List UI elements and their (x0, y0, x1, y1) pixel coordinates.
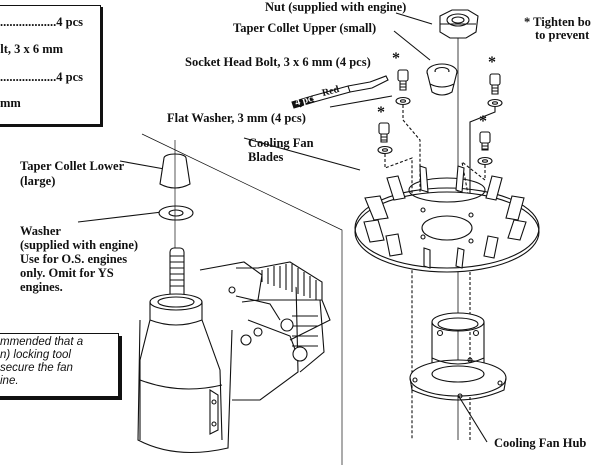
note-box: mmended that a n) locking tool secure th… (0, 333, 119, 397)
label-socket-head-bolt: Socket Head Bolt, 3 x 6 mm (4 pcs) (185, 55, 371, 69)
cooling-fan-part (354, 165, 540, 273)
asterisk-4: * (479, 113, 487, 130)
label-cooling-fan-hub: Cooling Fan Hub (494, 436, 587, 450)
bolt-and-washer-1 (395, 69, 421, 230)
label-nut: Nut (supplied with engine) (265, 0, 407, 14)
nut-part (439, 9, 479, 39)
asterisk-1: * (392, 50, 400, 67)
engine-part (137, 247, 331, 454)
asterisk-2: * (488, 54, 496, 71)
label-washer-line1: Washer (20, 224, 61, 238)
tighten-note-line1: * Tighten bo (524, 15, 591, 29)
bolt-and-washer-4 (461, 131, 493, 440)
note-line-2: n) locking tool (0, 349, 71, 361)
label-washer-line2: (supplied with engine) (20, 238, 139, 252)
note-line-3: secure the fan (0, 362, 73, 374)
parts-line-1: ..................4 pcs (0, 15, 83, 29)
label-washer-line5: engines. (20, 280, 63, 294)
label-cooling-fan-blades-line1: Cooling Fan (248, 136, 314, 150)
parts-line-3: ..................4 pcs (0, 70, 83, 84)
label-washer-line4: only. Omit for YS (20, 266, 114, 280)
bolt-and-washer-2 (469, 73, 503, 205)
washer-part (158, 205, 194, 221)
note-line-4: ine. (0, 375, 19, 387)
cooling-fan-hub-part (409, 312, 507, 401)
threadlock-tube (291, 75, 389, 109)
parts-list-box: ..................4 pcs olt, 3 x 6 mm ..… (0, 5, 101, 125)
label-flat-washer: Flat Washer, 3 mm (4 pcs) (167, 111, 306, 125)
parts-line-2: olt, 3 x 6 mm (0, 42, 64, 56)
note-line-1: mmended that a (0, 336, 84, 348)
tighten-note-line2: to prevent (535, 28, 590, 42)
label-taper-collet-upper: Taper Collet Upper (small) (233, 21, 377, 35)
parts-line-4: mm (0, 96, 21, 110)
mount-outline (141, 133, 343, 465)
bolt-and-washer-3 (377, 122, 413, 440)
label-taper-collet-lower-line2: (large) (20, 174, 56, 188)
taper-collet-upper-part (426, 63, 458, 96)
label-washer-line3: Use for O.S. engines (20, 252, 128, 266)
note-text: mmended that a n) locking tool secure th… (0, 336, 83, 388)
label-taper-collet-lower-line1: Taper Collet Lower (20, 159, 125, 173)
asterisk-3: * (377, 104, 385, 121)
label-cooling-fan-blades-line2: Blades (248, 150, 284, 164)
